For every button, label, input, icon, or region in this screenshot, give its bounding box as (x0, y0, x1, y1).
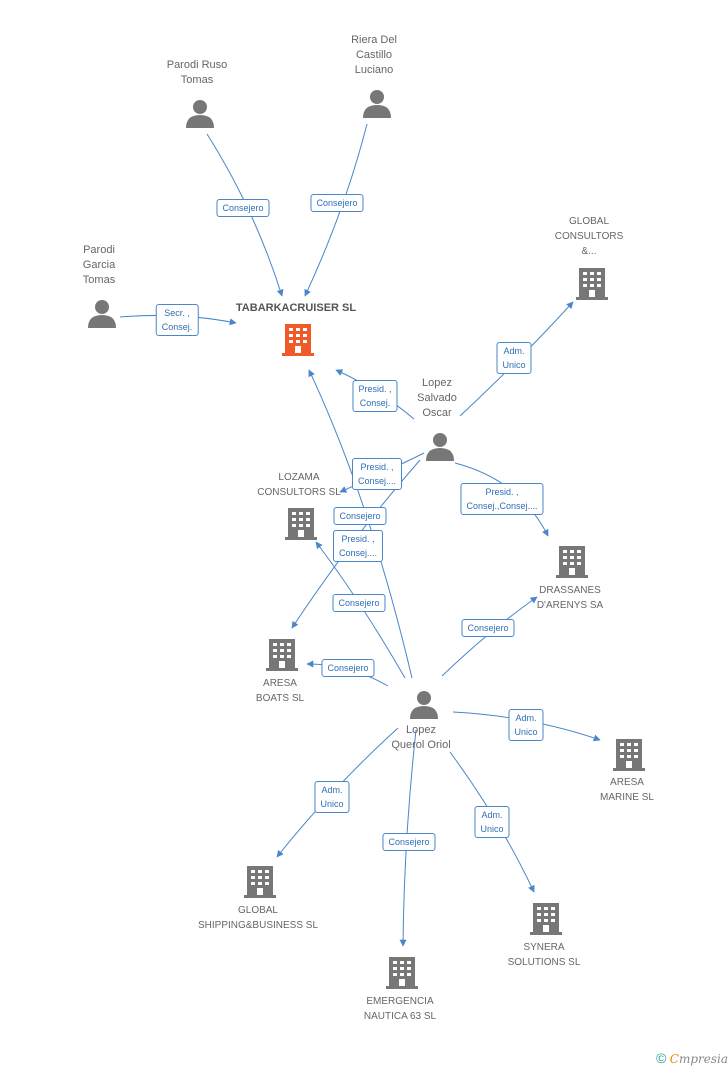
person-icon[interactable] (185, 98, 215, 128)
role-label[interactable]: Consejero (310, 194, 364, 212)
role-label[interactable]: Consejero (321, 659, 375, 677)
footer-brand: © Cmpresia (656, 1050, 728, 1066)
person-lopez-querol-label[interactable]: Lopez Querol Oriol (391, 724, 451, 751)
building-icon[interactable] (530, 901, 562, 935)
person-parodi-garcia-label[interactable]: Parodi Garcia Tomas (82, 244, 116, 286)
building-icon[interactable] (285, 506, 317, 540)
role-label[interactable]: Consejero (216, 199, 270, 217)
role-label[interactable]: Adm. Unico (508, 709, 544, 741)
brand-name: mpresia (678, 1052, 728, 1066)
role-label[interactable]: Adm. Unico (474, 806, 510, 838)
role-label[interactable]: Consejero (382, 833, 436, 851)
role-label[interactable]: Consejero (333, 507, 387, 525)
person-riera-label[interactable]: Riera Del Castillo Luciano (351, 34, 397, 76)
main-company-label[interactable]: TABARKACRUISER SL (235, 302, 357, 314)
company-global-shipping-label[interactable]: GLOBAL SHIPPING&BUSINESS SL (197, 905, 319, 931)
company-emergencia-label[interactable]: EMERGENCIA NAUTICA 63 SL (363, 996, 437, 1022)
role-label[interactable]: Adm. Unico (496, 342, 532, 374)
person-icon[interactable] (87, 298, 117, 328)
building-icon[interactable] (266, 637, 298, 671)
role-label[interactable]: Presid. , Consej.,Consej.... (460, 483, 544, 515)
role-label[interactable]: Presid. , Consej.... (351, 458, 403, 490)
building-icon[interactable] (576, 266, 608, 300)
person-icon[interactable] (409, 689, 439, 719)
copyright-icon: © (656, 1050, 667, 1066)
person-parodi-ruso-label[interactable]: Parodi Ruso Tomas (166, 59, 228, 86)
company-aresa-boats-label[interactable]: ARESA BOATS SL (255, 678, 305, 704)
role-label[interactable]: Consejero (461, 619, 515, 637)
building-icon[interactable] (613, 737, 645, 771)
building-icon[interactable] (244, 864, 276, 898)
company-drassanes-label[interactable]: DRASSANES D'ARENYS SA (536, 585, 604, 611)
person-icon[interactable] (425, 431, 455, 461)
role-label[interactable]: Consejero (332, 594, 386, 612)
person-icon[interactable] (362, 88, 392, 118)
company-lozama-label[interactable]: LOZAMA CONSULTORS SL (257, 472, 341, 498)
brand-first-letter: C (669, 1052, 679, 1066)
role-label[interactable]: Presid. , Consej.... (332, 530, 384, 562)
company-aresa-marine-label[interactable]: ARESA MARINE SL (600, 777, 654, 803)
company-global-consultors-label[interactable]: GLOBAL CONSULTORS &... (554, 216, 624, 257)
role-label[interactable]: Secr. , Consej. (155, 304, 199, 336)
company-synera-label[interactable]: SYNERA SOLUTIONS SL (507, 942, 581, 968)
person-lopez-salvado-label[interactable]: Lopez Salvado Oscar (417, 377, 457, 419)
building-icon[interactable] (556, 544, 588, 578)
role-label[interactable]: Presid. , Consej. (352, 380, 398, 412)
building-icon[interactable] (386, 955, 418, 989)
main-company-building-icon[interactable] (282, 322, 314, 356)
role-label[interactable]: Adm. Unico (314, 781, 350, 813)
